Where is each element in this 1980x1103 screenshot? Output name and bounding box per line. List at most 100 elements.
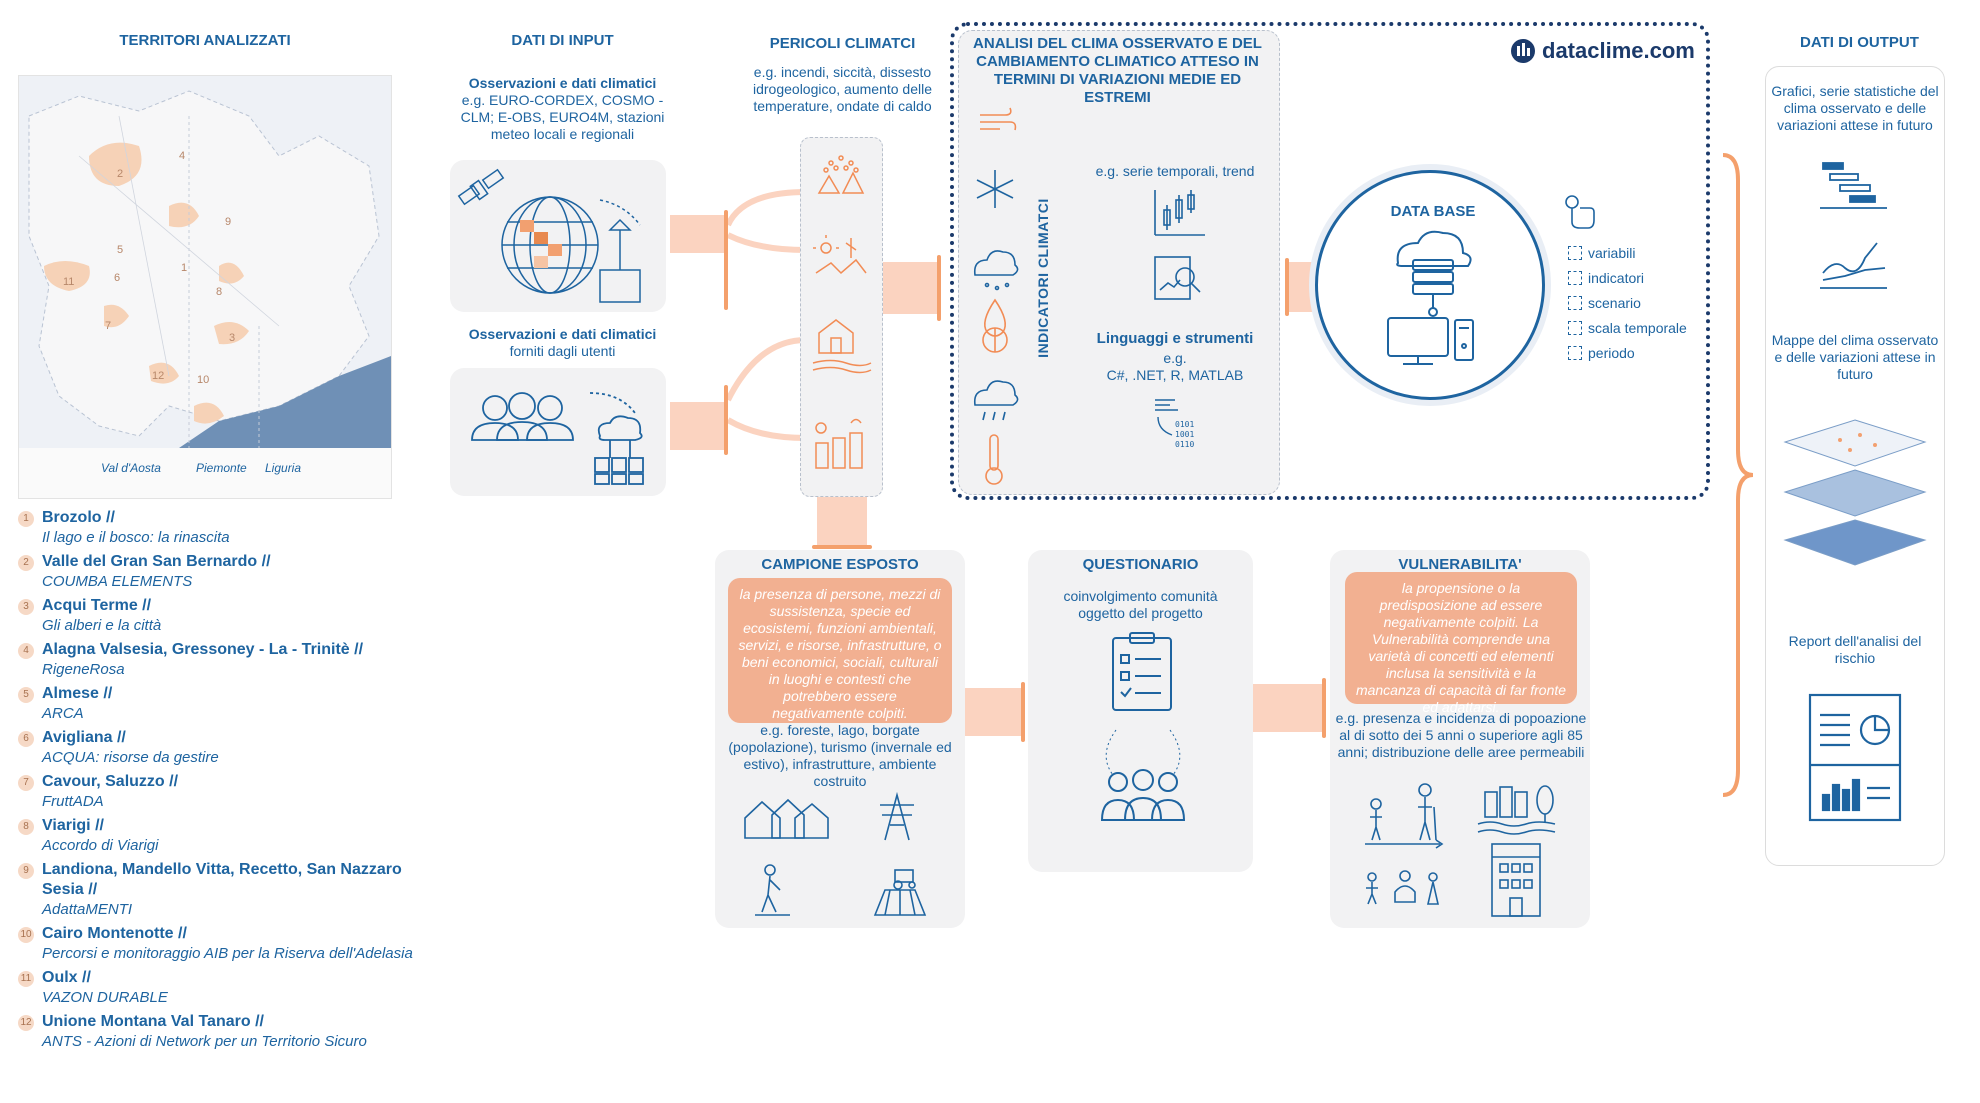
brand-logo: dataclime.com: [1510, 38, 1695, 64]
vulnerabilita-text: e.g. presenza e incidenza di popoazione …: [1335, 710, 1587, 760]
territorio-number-badge: 7: [18, 775, 34, 791]
output-title: DATI DI OUTPUT: [1800, 34, 1919, 51]
territorio-name: Avigliana //: [42, 729, 126, 746]
territorio-number-badge: 10: [18, 927, 34, 943]
output-brace: [1722, 153, 1754, 797]
thermometer-icon: [985, 434, 1003, 485]
output-panel: [1765, 66, 1945, 866]
campione-icons: [744, 791, 927, 916]
territorio-name: Landiona, Mandello Vitta, Recetto, San N…: [42, 861, 402, 898]
community-icon: [1100, 769, 1186, 821]
analisi-container: [950, 22, 1710, 500]
output-text3: Report dell'analisi del rischio: [1788, 633, 1922, 666]
connector-vline-3: [937, 255, 941, 321]
map-num-1: 1: [181, 262, 188, 274]
output-charts-icons: [1820, 162, 1887, 289]
database-item-label: variabili: [1588, 244, 1636, 261]
territorio-project: Percorsi e monitoraggio AIB per la Riser…: [42, 945, 413, 962]
map-num-6: 6: [114, 272, 121, 284]
pericoli-panel: [800, 137, 883, 497]
map-label-piemonte: Piemonte: [196, 461, 247, 475]
map-num-9: 9: [225, 216, 232, 228]
vulnerabilita-title: VULNERABILITA': [1398, 556, 1522, 573]
wind-icon: [980, 107, 1017, 131]
territorio-name: Valle del Gran San Bernardo //: [42, 553, 271, 570]
connector-hline-1: [812, 545, 872, 549]
family-icon: [1366, 870, 1440, 905]
svg-text:0101: 0101: [1175, 420, 1194, 429]
territori-title: TERRITORI ANALIZZATI: [119, 32, 291, 49]
globe-satellite-icon: [457, 168, 641, 303]
series-text: e.g. serie temporali, trend: [1095, 163, 1255, 179]
dashed-checkbox-icon: [1568, 295, 1582, 310]
dataclime-logo-icon: [1511, 39, 1535, 63]
territorio-number-badge: 9: [18, 863, 34, 879]
pericoli-text: e.g. incendi, siccità, dissesto idrogeol…: [752, 64, 932, 114]
risk-report-icon: [1808, 693, 1902, 822]
database-title: DATA BASE: [1390, 203, 1476, 220]
vulnerabilita-definition-box: la propensione o la predisposizione ad e…: [1345, 572, 1577, 715]
connector-vline-5: [1021, 682, 1025, 742]
territorio-number-badge: 1: [18, 511, 34, 527]
power-pylon-icon: [880, 791, 914, 841]
input-block1-title: Osservazioni e dati climatici: [468, 75, 657, 91]
connector-pericoli-analisi: [883, 262, 938, 314]
territorio-project: RigeneRosa: [42, 661, 125, 678]
cloud-snow-icon: [973, 250, 1019, 291]
territorio-item-4: 4 Alagna Valsesia, Gressoney - La - Trini…: [18, 640, 418, 680]
connector-vline-4: [1285, 258, 1289, 316]
territorio-number-badge: 4: [18, 643, 34, 659]
candlestick-chart-icon: [1154, 190, 1205, 236]
svg-text:1001: 1001: [1175, 430, 1194, 439]
map-num-2: 2: [117, 168, 124, 180]
connector-vline-2: [724, 385, 728, 455]
map-num-3: 3: [229, 332, 236, 344]
territorio-project: ACQUA: risorse da gestire: [42, 749, 219, 766]
territorio-project: ANTS - Azioni di Network per un Territor…: [42, 1033, 367, 1050]
questionario-icons: [1100, 632, 1186, 821]
linguaggi-text: e.g. C#, .NET, R, MATLAB: [1106, 350, 1244, 383]
vulnerabilita-definition: la propensione o la predisposizione ad e…: [1355, 580, 1567, 715]
connector-campione-questionario: [965, 688, 1025, 736]
map-num-11: 11: [63, 276, 75, 288]
campione-title: CAMPIONE ESPOSTO: [761, 556, 919, 573]
svg-text:0110: 0110: [1175, 440, 1194, 449]
report-search-icon: [1154, 256, 1201, 300]
heatwave-icon: [815, 418, 863, 469]
campione-definition-box: la presenza di persone, mezzi di sussist…: [728, 578, 952, 723]
territorio-name: Cavour, Saluzzo //: [42, 773, 179, 790]
map-num-4: 4: [179, 150, 186, 162]
map-num-5: 5: [117, 244, 124, 256]
input-title: DATI DI INPUT: [511, 32, 614, 49]
chart-icons: [1154, 190, 1205, 300]
drought-icon: [813, 235, 867, 275]
water-buildings-icon: [1477, 785, 1556, 917]
territorio-name: Almese //: [42, 685, 113, 702]
input-block2-text: forniti dagli utenti: [509, 343, 616, 359]
clipboard-checklist-icon: [1112, 632, 1172, 711]
cloud-server-computer-icon: [1387, 230, 1474, 365]
indicatori-icons: [973, 107, 1019, 485]
territorio-project: FruttADA: [42, 793, 104, 810]
territorio-name: Viarigi //: [42, 817, 104, 834]
linguaggi-title: Linguaggi e strumenti: [1096, 330, 1254, 347]
map-num-10: 10: [197, 374, 210, 386]
pericoli-title: PERICOLI CLIMATCI: [769, 35, 916, 52]
territorio-project: ARCA: [42, 705, 84, 722]
territorio-name: Oulx //: [42, 969, 91, 986]
drop-icon: [984, 298, 1006, 337]
connector-vline-6: [1322, 678, 1326, 738]
trend-chart-icon: [1820, 242, 1887, 289]
analisi-panel: [958, 30, 1280, 495]
territorio-number-badge: 2: [18, 555, 34, 571]
input-block1-text: e.g. EURO-CORDEX, COSMO - CLM; E-OBS, EU…: [460, 92, 665, 142]
dashed-checkbox-icon: [1568, 245, 1582, 260]
territorio-project: COUMBA ELEMENTS: [42, 573, 193, 590]
territorio-name: Alagna Valsesia, Gressoney - La - Trinit…: [42, 641, 364, 658]
map-label-liguria: Liguria: [265, 461, 302, 475]
